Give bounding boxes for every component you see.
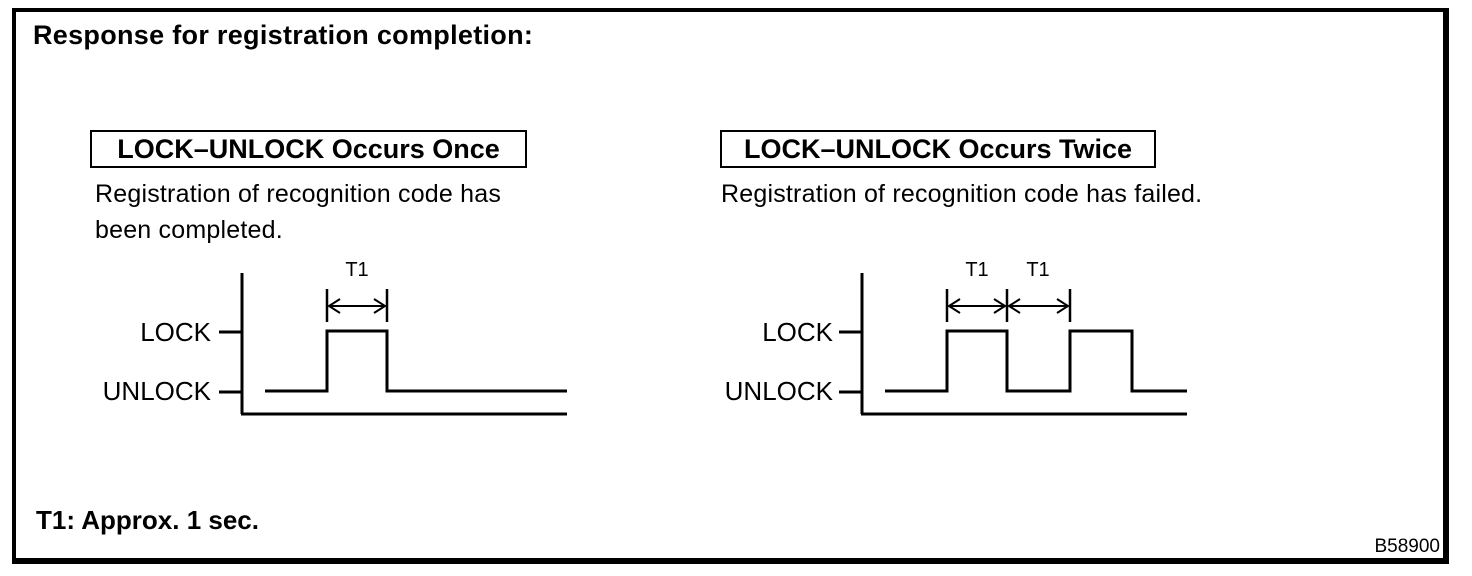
t1-second-dimension-arrow xyxy=(1007,298,1070,314)
figure-border xyxy=(12,8,1449,564)
waveform-single-pulse xyxy=(265,329,567,393)
t1-first-dimension-arrow xyxy=(947,298,1007,314)
lock-level-label: LOCK xyxy=(762,317,833,347)
lock-level-label: LOCK xyxy=(140,317,211,347)
heading-occurs-once-label: LOCK–UNLOCK Occurs Once xyxy=(117,133,500,164)
timing-diagram-occurs-once: T1 LOCK UNLOCK xyxy=(103,259,567,416)
dimension-extension-lines xyxy=(945,289,1072,322)
heading-box-occurs-once: LOCK–UNLOCK Occurs Once xyxy=(90,130,527,168)
description-occurs-once: Registration of recognition code has bee… xyxy=(95,180,502,244)
description-occurs-twice: Registration of recognition code has fai… xyxy=(721,180,1203,208)
unlock-level-label: UNLOCK xyxy=(725,376,834,406)
t1-dimension-arrow xyxy=(327,298,387,314)
t1-footnote: T1: Approx. 1 sec. xyxy=(36,505,259,535)
interval-t1-second-label: T1 xyxy=(1026,259,1049,281)
unlock-level-label: UNLOCK xyxy=(103,376,212,406)
heading-box-occurs-twice: LOCK–UNLOCK Occurs Twice xyxy=(720,130,1156,168)
heading-occurs-twice-label: LOCK–UNLOCK Occurs Twice xyxy=(743,133,1133,164)
dimension-extension-lines xyxy=(325,289,389,322)
figure-title: Response for registration completion: xyxy=(33,20,534,50)
figure-code: B58900 xyxy=(1374,536,1440,557)
interval-t1-first-label: T1 xyxy=(965,259,988,281)
timing-diagram-occurs-twice: T1 T1 LOCK UNLOCK xyxy=(725,259,1187,416)
interval-t1-label: T1 xyxy=(345,259,368,281)
waveform-double-pulse xyxy=(885,329,1187,393)
